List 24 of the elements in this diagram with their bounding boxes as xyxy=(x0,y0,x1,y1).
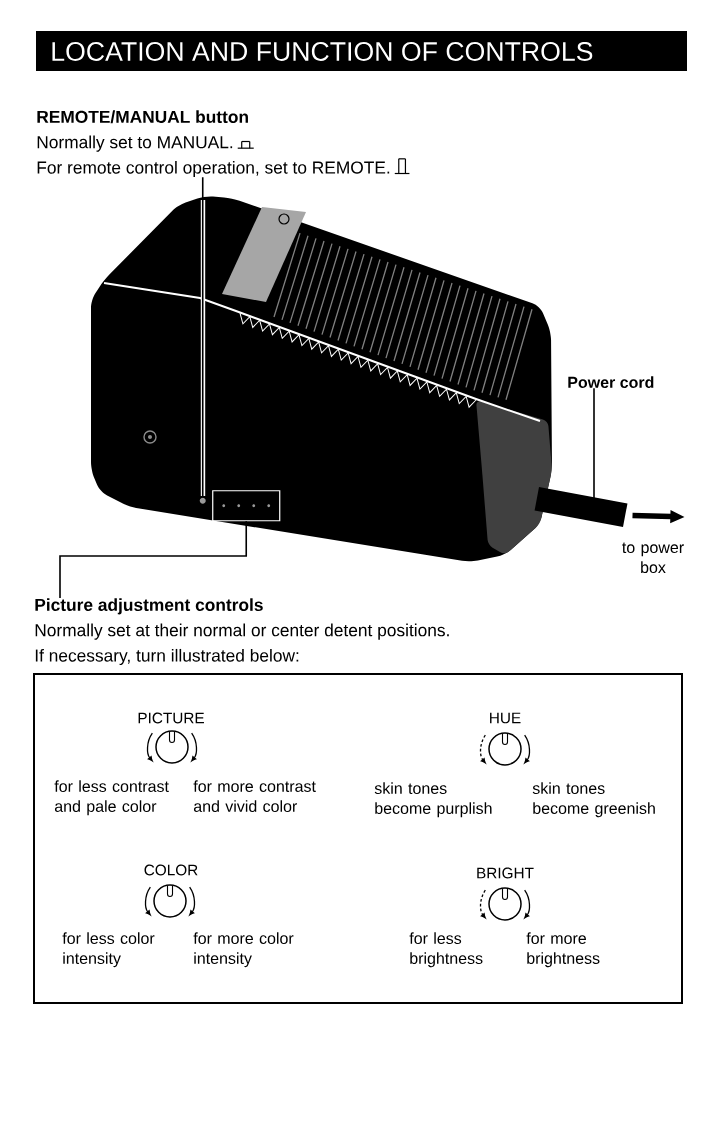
title-band: LOCATION AND FUNCTION OF CONTROLS xyxy=(36,31,687,71)
knob-label: BRIGHT xyxy=(477,867,534,879)
knob-label: COLOR xyxy=(144,864,198,876)
callout-text: REMOTE/MANUAL button Normally set to MANUAL. For remote control operation, set to REMOTE. xyxy=(37,110,411,178)
node-label: skin tones become purplish xyxy=(374,782,492,818)
node-label: for less color intensity xyxy=(62,932,155,968)
power-cord xyxy=(534,486,628,528)
knob-label: PICTURE xyxy=(138,712,204,724)
leader-line xyxy=(201,176,204,499)
node-label: for more color intensity xyxy=(193,932,294,968)
leader-line xyxy=(593,387,595,499)
node-label: for more brightness xyxy=(526,932,600,968)
knob-label: HUE xyxy=(490,712,521,724)
node-label: for less contrast and pale color xyxy=(54,780,169,816)
edge-label: to power box xyxy=(617,541,689,575)
node-label: for less brightness xyxy=(409,932,483,968)
button xyxy=(199,497,206,504)
panel-frame xyxy=(33,673,683,1004)
callout-text: Picture adjustment controls Normally set at their normal or center detent positions. If necessary, turn illustrated below: xyxy=(35,598,449,666)
leader-line xyxy=(59,520,248,599)
device-illustration xyxy=(91,196,552,562)
node-label: for more contrast and vivid color xyxy=(193,780,316,812)
callout-label: Power cord xyxy=(568,376,654,388)
node-label: skin tones become greenish xyxy=(532,782,655,818)
